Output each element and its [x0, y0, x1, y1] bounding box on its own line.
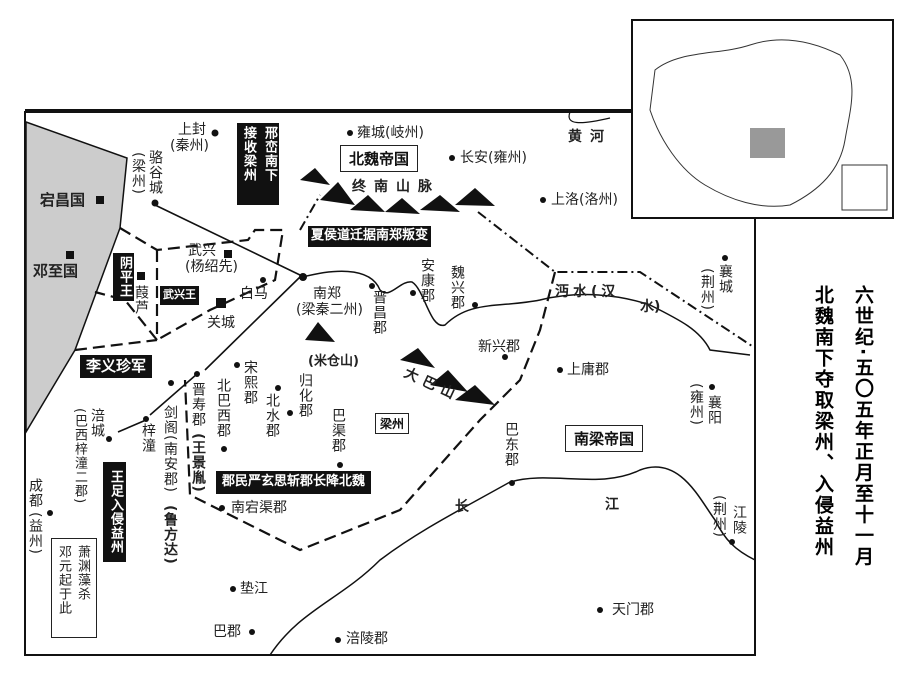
campaign-arrows	[117, 204, 301, 433]
region-liangzhou: 梁州	[375, 413, 410, 434]
place-fucheng-sub: (巴西梓潼二郡)	[72, 408, 87, 505]
place-jialu: 葭芦	[133, 285, 149, 315]
place-fuling: 涪陵郡	[346, 631, 388, 647]
place-shangyong: 上庸郡	[567, 362, 609, 378]
place-wuxing: 武兴	[188, 243, 216, 259]
place-baima: 白马	[240, 286, 268, 302]
place-jinchang: 晋昌郡	[371, 290, 387, 335]
place-zitong: 梓潼	[140, 423, 156, 453]
yangtze-river	[269, 466, 756, 656]
callout-liyizhen: 李义珍军	[80, 355, 153, 379]
han-river	[302, 270, 751, 356]
label-chang: 长	[455, 499, 469, 515]
place-songxi: 宋熙郡	[242, 360, 258, 405]
place-guancheng: 关城	[207, 315, 235, 331]
place-nanzheng: 南郑	[313, 286, 341, 302]
place-wuxing-sub: (杨绍先)	[185, 259, 238, 275]
border-dashed	[74, 227, 557, 552]
label-dengzhi: 邓至国	[33, 262, 79, 280]
callout-xiaoyuan-a: 萧渊藻杀	[75, 545, 90, 601]
callout-xiahou: 夏侯道迁据南郑叛变	[308, 226, 432, 247]
place-luogu-sub: (梁州)	[130, 152, 146, 195]
inset-highlight	[750, 128, 785, 158]
place-jinshou-sub: (王景胤)	[190, 433, 206, 493]
place-guihua: 归化郡	[297, 373, 313, 418]
callout-wangzu: 王足入侵益州	[103, 462, 126, 562]
place-luogu: 骆谷城	[147, 150, 163, 195]
label-mianshui: 沔水(汉	[555, 284, 620, 300]
place-dots	[47, 129, 735, 643]
callout-xiaoyuan-box: 萧渊藻杀 邓元起于此	[51, 538, 97, 638]
place-bajun: 巴郡	[213, 624, 241, 640]
place-xinxing: 新兴郡	[478, 339, 520, 355]
place-shangfeng: 上封	[178, 122, 206, 138]
mountain-icons	[300, 168, 495, 405]
label-tanchang: 宕昌国	[40, 191, 86, 209]
place-badong: 巴东郡	[503, 422, 519, 467]
place-baqu: 巴渠郡	[330, 408, 346, 453]
place-jiangling: 江陵	[731, 505, 747, 535]
callout-yinping: 阴平王	[113, 253, 134, 301]
region-bei-wei: 北魏帝国	[340, 145, 419, 172]
callout-xingluan-a: 邢峦南下	[258, 123, 279, 205]
place-xiangyang-sub: (雍州)	[688, 383, 704, 426]
region-nan-liang: 南梁帝国	[565, 425, 644, 452]
place-chengdu-sub: (益州)	[27, 512, 43, 555]
callout-wuxingwang: 武兴王	[160, 286, 199, 305]
place-tianmen: 天门郡	[612, 602, 654, 618]
inset-sea-box	[841, 164, 888, 211]
label-mianshui-2: 水)	[640, 299, 661, 315]
place-chengdu: 成都	[27, 478, 43, 508]
inset-china-outline	[649, 39, 853, 207]
place-xiangyang: 襄阳	[706, 395, 722, 425]
place-nanzheng-sub: (梁秦二州)	[296, 302, 363, 318]
map-title-line2: 北魏南下夺取梁州、入侵益州	[812, 285, 834, 558]
inset-frame	[631, 19, 894, 219]
place-nandangqu: 南宕渠郡	[231, 500, 287, 516]
place-ankang: 安康郡	[419, 258, 435, 303]
map-title-line1: 六世纪·五〇五年正月至十一月	[852, 285, 874, 568]
place-fucheng: 涪城	[89, 408, 105, 438]
label-zhongnan: 终南山脉	[352, 179, 440, 195]
place-xiangcheng: 襄城	[717, 264, 733, 294]
callout-xiaoyuan-b: 邓元起于此	[56, 545, 71, 615]
place-yongcheng: 雍城(岐州)	[357, 125, 424, 141]
place-jiangling-sub: (荆州)	[711, 495, 727, 538]
place-jiange: 剑阁(南安郡)	[162, 405, 178, 493]
label-huanghe: 黄河	[568, 129, 612, 145]
place-weixing: 魏兴郡	[449, 265, 465, 310]
place-jiange-sub: (鲁方达)	[162, 505, 178, 565]
place-beibaxi: 北巴西郡	[215, 378, 231, 438]
map-frame	[24, 111, 756, 656]
place-shangfeng-sub: (秦州)	[170, 138, 209, 154]
callout-xingluan-b: 接收梁州	[237, 123, 258, 205]
place-dianjiang: 垫江	[240, 581, 268, 597]
place-shangluo: 上洛(洛州)	[551, 192, 618, 208]
place-xiangcheng-sub: (荆州)	[699, 268, 715, 311]
label-micang: (米仓山)	[308, 354, 359, 369]
place-jinshou: 晋寿郡	[190, 382, 206, 427]
place-beishui: 北水郡	[264, 393, 280, 438]
border-dash-dot	[299, 194, 756, 349]
callout-junmin: 郡民严玄思斩郡长降北魏	[216, 471, 372, 494]
place-changan: 长安(雍州)	[460, 150, 527, 166]
yellow-river	[568, 111, 611, 124]
label-jiang: 江	[605, 497, 619, 513]
